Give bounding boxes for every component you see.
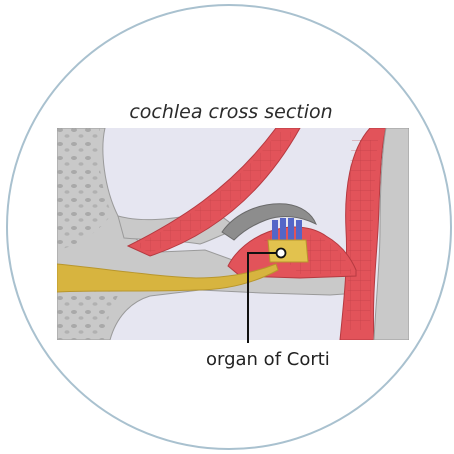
organ-of-corti-label: organ of Corti — [206, 349, 330, 370]
callout-marker — [277, 249, 286, 258]
supporting-cells — [268, 240, 308, 262]
diagram-title: cochlea cross section — [4, 101, 454, 123]
cross-section-illustration — [57, 128, 409, 340]
